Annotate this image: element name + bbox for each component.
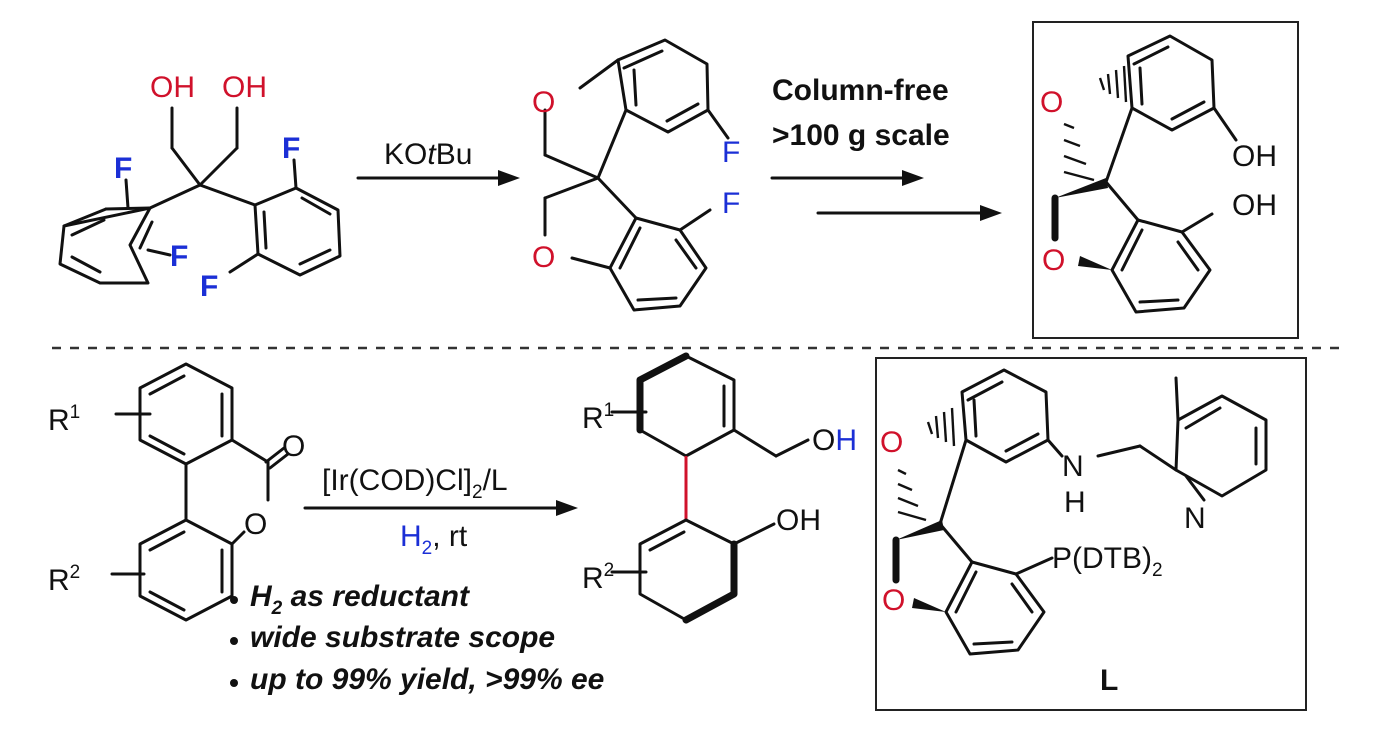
lactone-substrate: O O R1 R2: [48, 362, 305, 622]
ligand-phosphine: P(DTB)2: [1052, 542, 1163, 581]
ether-fluorine-1: F: [722, 136, 740, 169]
diol-oh-1: OH: [1232, 140, 1277, 173]
product-r2: R2: [582, 560, 614, 595]
ligand-box: [875, 357, 1307, 711]
ligand-pyridine-n: N: [1184, 502, 1206, 535]
fluorine-label-3: F: [282, 132, 300, 165]
lactone-ring-o: O: [244, 508, 267, 541]
diol-oh-2: OH: [1232, 189, 1277, 222]
bullet-list: H2 as reductant wide substrate scope up …: [230, 580, 604, 696]
product-oh-bottom: OH: [776, 504, 821, 537]
fluorine-label-1: F: [114, 152, 132, 185]
oh-label-2: OH: [222, 71, 267, 104]
product-r1: R1: [582, 400, 614, 435]
condition-column-free: Column-free: [772, 74, 949, 107]
spiro-difluoro-ether: O O F F: [532, 38, 740, 312]
arrow-hydrogenation: [Ir(COD)Cl]2/L H2, rt: [303, 464, 578, 559]
lactone-r1: R1: [48, 402, 80, 437]
lactone-r2: R2: [48, 562, 80, 597]
product-oh-top: OH: [812, 424, 857, 457]
spiro-diol: O O OH OH: [1040, 34, 1277, 314]
ether-oxygen-2: O: [532, 241, 555, 274]
bullet-1: H2 as reductant: [250, 580, 471, 619]
arrow-step-1: KOtBu: [356, 138, 520, 186]
biaryl-product: R1 R2 OH OH: [582, 352, 857, 624]
ligand-nh-h: H: [1064, 486, 1086, 519]
ligand-oxygen-2: O: [882, 584, 905, 617]
ether-oxygen-1: O: [532, 86, 555, 119]
diol-oxygen-1: O: [1040, 86, 1063, 119]
ligand-nh-n: N: [1062, 450, 1084, 483]
condition-scale: >100 g scale: [772, 119, 950, 152]
reagent-kotbu: KOtBu: [384, 138, 472, 171]
lactone-carbonyl-o: O: [282, 430, 305, 463]
bullet-3: up to 99% yield, >99% ee: [250, 663, 604, 696]
bullet-2: wide substrate scope: [250, 621, 555, 654]
ligand-label: L: [1100, 664, 1118, 697]
starting-diol: OH OH F F F F: [58, 71, 342, 303]
fluorine-label-2: F: [170, 240, 188, 273]
oh-label-1: OH: [150, 71, 195, 104]
ligand-L: O O N H N P(DTB)2 L: [880, 368, 1268, 697]
ether-fluorine-2: F: [722, 187, 740, 220]
fluorine-label-4: F: [200, 270, 218, 303]
reagent-h2-rt: H2, rt: [400, 520, 468, 559]
spiro-diol-box: [1032, 21, 1299, 339]
ligand-oxygen-1: O: [880, 426, 903, 459]
diol-oxygen-2: O: [1042, 244, 1065, 277]
arrow-step-2: Column-free >100 g scale: [770, 74, 1002, 221]
reagent-catalyst: [Ir(COD)Cl]2/L: [322, 464, 508, 503]
